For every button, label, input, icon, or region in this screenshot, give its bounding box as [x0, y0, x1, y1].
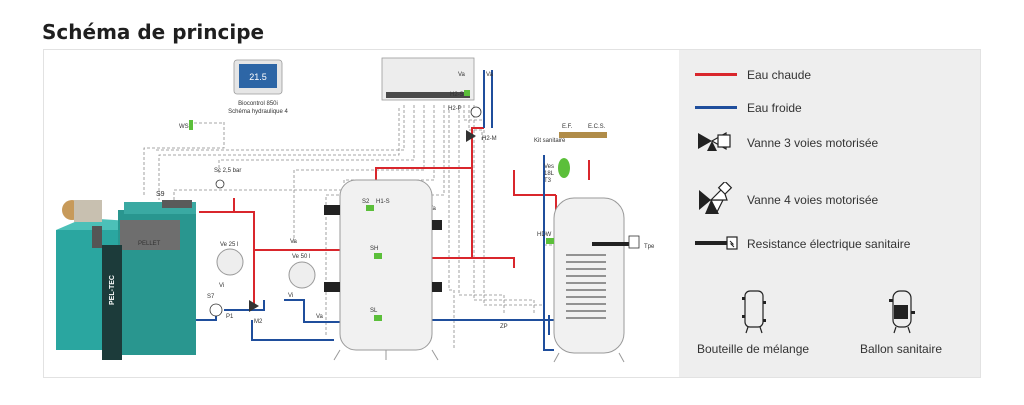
pump-p1 [209, 303, 223, 317]
controller-label: Biocontrol 850i [238, 101, 278, 107]
hydraulic-schematic: PEL-TEC PELLET 21.5 Biocontrol 850i Sché… [56, 57, 655, 363]
safety-valve-gauge [215, 179, 225, 189]
hot-water-pipes [199, 127, 590, 305]
sanitary-kit-manifold [559, 132, 607, 138]
sl-label: SL [370, 308, 378, 314]
tpe-label: Tpe [644, 244, 655, 250]
vi2-label: Vi [288, 293, 293, 299]
legend-hot-water-label: Eau chaude [747, 68, 812, 82]
s7-label: S7 [207, 294, 215, 300]
control-unit [381, 57, 475, 101]
p1-label: P1 [226, 314, 234, 320]
mixing-bottle-icon [742, 290, 766, 334]
h2s-sensor [464, 90, 470, 96]
h2s-label: H2-S [450, 92, 464, 98]
ve50-label: Ve 50 l [292, 254, 310, 260]
ves-label: Ves [544, 164, 554, 170]
ef-label: E.F. [562, 124, 573, 130]
hot-water-line-icon [695, 73, 737, 76]
ves-vol-label: 18L [544, 171, 555, 177]
expansion-vessel-50 [288, 261, 316, 289]
s9-label: S9 [156, 191, 165, 198]
sanitary-expansion-vessel [558, 158, 570, 178]
legend-cold-water-label: Eau froide [747, 101, 802, 115]
expansion-vessel-25 [216, 248, 244, 276]
legend-mixing-bottle-label: Bouteille de mélange [697, 342, 810, 356]
cold-water-line-icon [695, 106, 737, 109]
m2-label: M2 [254, 319, 263, 325]
pellet-boiler: PEL-TEC PELLET [56, 200, 196, 360]
legend-4way-valve-label: Vanne 4 voies motorisée [747, 193, 879, 207]
ve25-label: Ve 25 l [220, 242, 238, 248]
buffer-tank [324, 179, 442, 361]
hdw-label: HDW [537, 232, 552, 238]
three-way-valve-icon [698, 131, 731, 151]
four-way-valve-icon [699, 182, 733, 214]
page-title: Schéma de principe [42, 20, 265, 44]
biocontrol-controller: 21.5 Biocontrol 850i Schéma hydraulique … [228, 59, 289, 115]
legend-sanitary-tank-label: Ballon sanitaire [860, 342, 943, 356]
h2m-label: H2-M [482, 136, 497, 142]
sh-label: SH [370, 246, 378, 252]
va-label-2: Va [316, 314, 324, 320]
va-label-4: Va [458, 72, 466, 78]
ecs-label: E.C.S. [588, 124, 606, 130]
controller-display: 21.5 [249, 72, 267, 82]
ws-sensor [189, 120, 193, 130]
legend-heating-element-label: Resistance électrique sanitaire [747, 237, 911, 251]
h2p-label: H2-P [448, 106, 462, 112]
zp-label: ZP [500, 324, 508, 330]
sc-label: Sc 2,5 bar [214, 168, 241, 174]
va-label-1: Va [290, 239, 298, 245]
kit-label: Kit sanitaire [534, 138, 566, 144]
valve-m2-icon [249, 300, 259, 312]
boiler-logo: PELLET [138, 241, 161, 247]
controller-sublabel: Schéma hydraulique 4 [228, 109, 288, 115]
boiler-brand: PEL-TEC [109, 275, 116, 305]
va-label-3: Va [429, 206, 437, 212]
ws-label: WS [179, 124, 189, 130]
legend-panel [679, 50, 980, 377]
sanitary-tank [546, 197, 640, 363]
vi1-label: Vi [219, 283, 224, 289]
pump-h2p [470, 106, 482, 118]
heating-element-icon [695, 236, 738, 250]
legend-3way-valve-label: Vanne 3 voies motorisée [747, 136, 879, 150]
va-label-5: Va [486, 72, 494, 78]
h1s-label: H1-S [376, 199, 390, 205]
s2-label: S2 [362, 199, 370, 205]
ves-t-label: T3 [544, 178, 552, 184]
hot-water-tank-icon [889, 290, 915, 334]
valve-h2m-icon [466, 130, 476, 142]
